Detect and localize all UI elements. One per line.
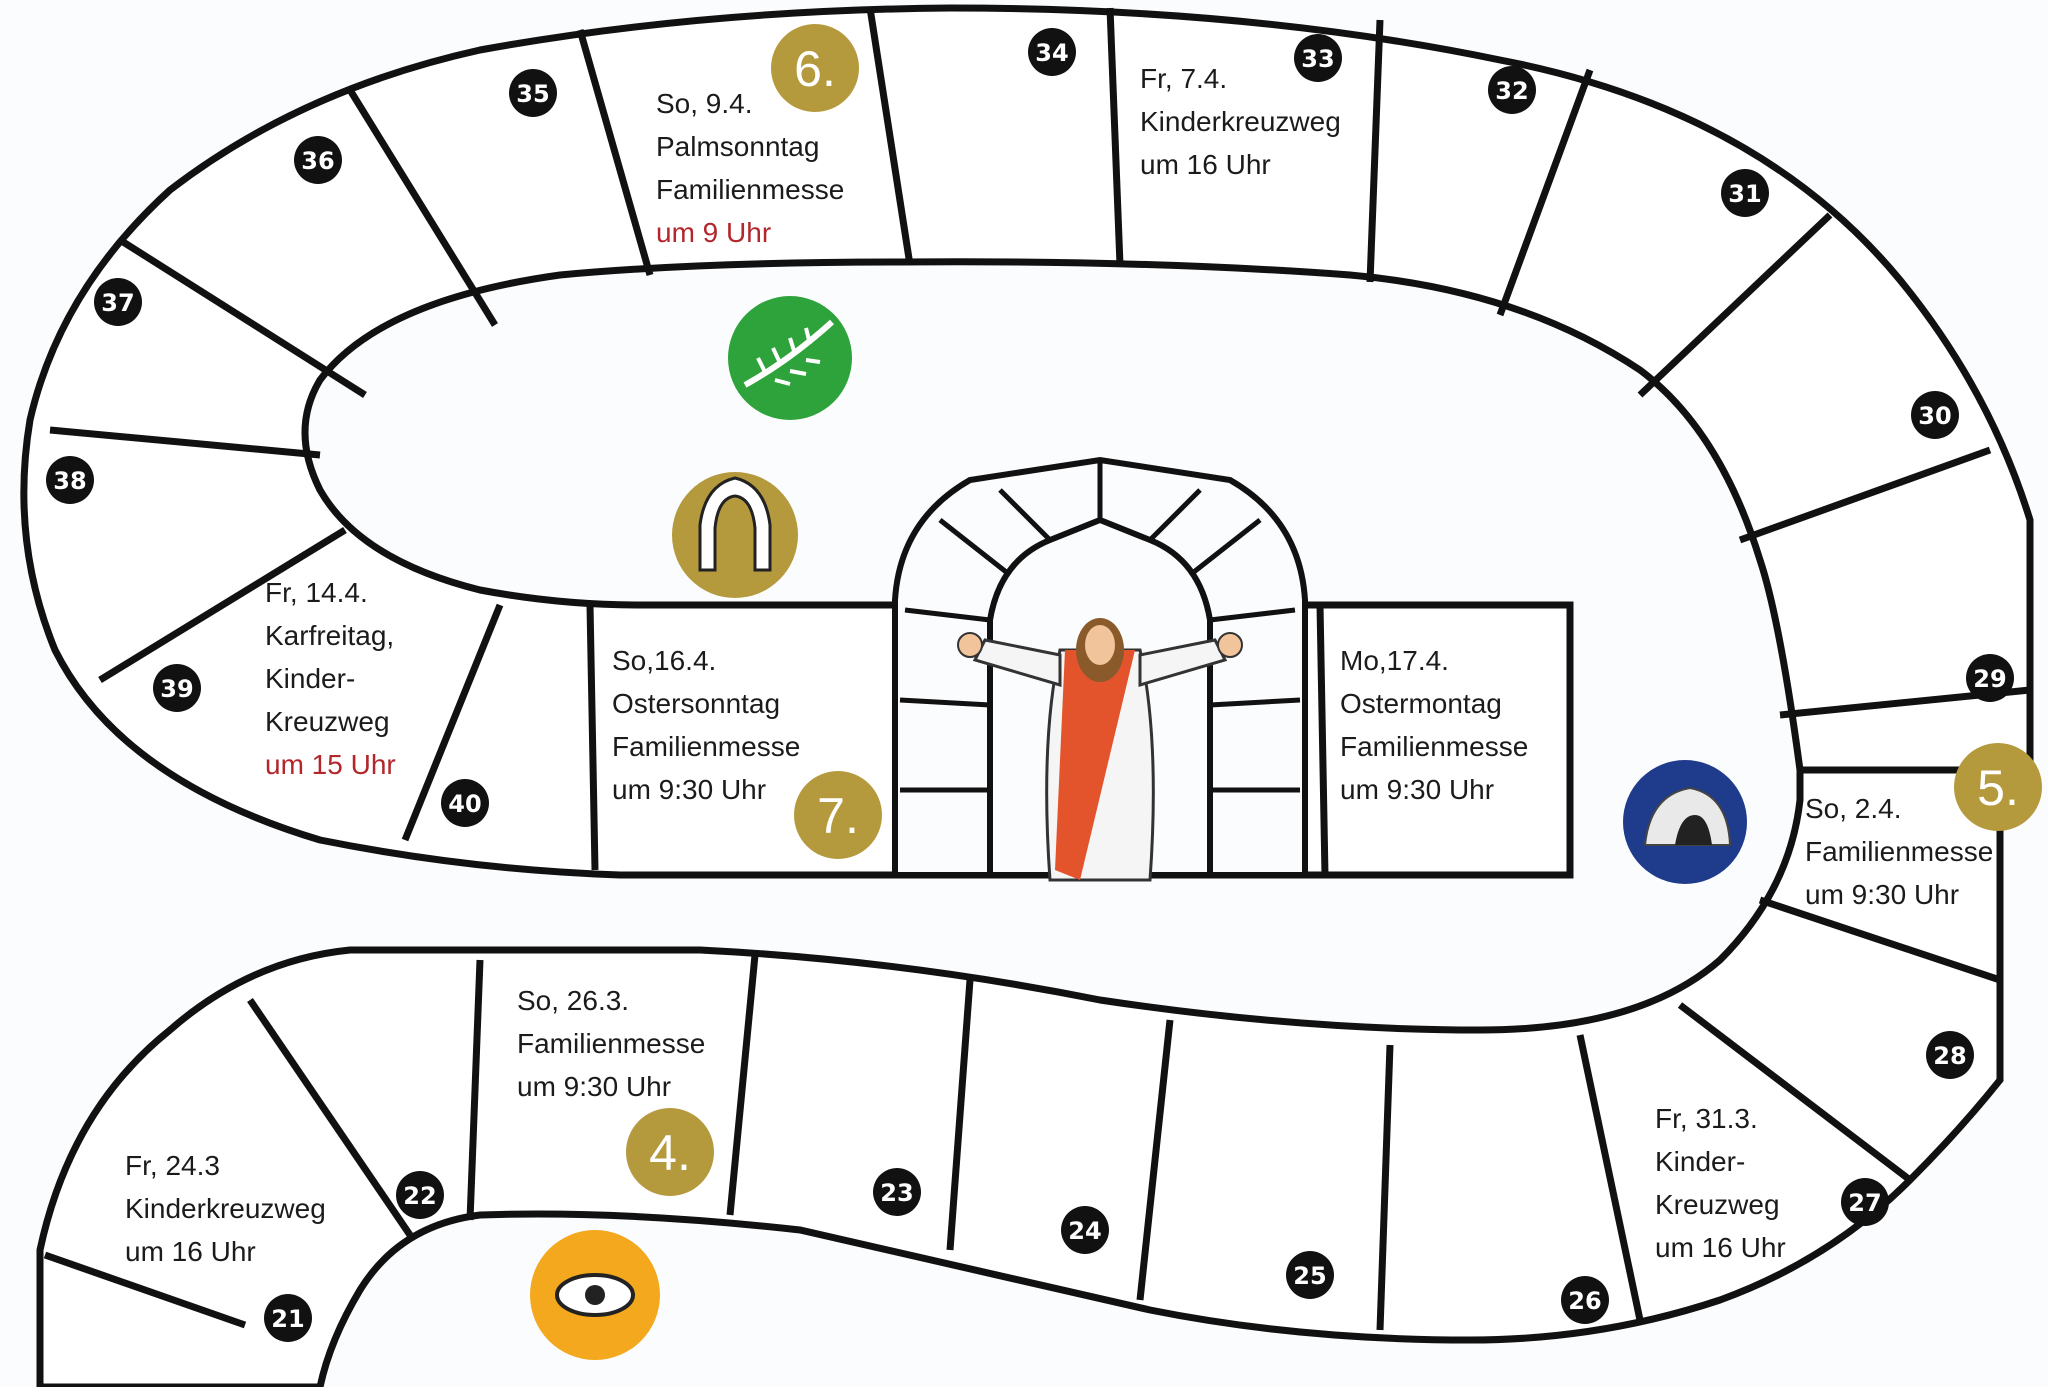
svg-text:Familienmesse: Familienmesse [612, 731, 800, 762]
svg-text:Kreuzweg: Kreuzweg [1655, 1189, 1780, 1220]
space-40: 40 [441, 779, 489, 827]
event-so-16-4: So,16.4. Ostersonntag Familienmesse um 9… [612, 645, 800, 805]
svg-text:4.: 4. [649, 1125, 691, 1181]
svg-text:Fr, 7.4.: Fr, 7.4. [1140, 63, 1227, 94]
svg-text:7.: 7. [817, 788, 859, 844]
svg-text:27: 27 [1848, 1189, 1881, 1217]
svg-text:31: 31 [1728, 180, 1761, 208]
svg-text:30: 30 [1918, 402, 1951, 430]
svg-text:5.: 5. [1977, 760, 2019, 816]
space-28: 28 [1926, 1031, 1974, 1079]
risen-jesus-figure [957, 618, 1243, 882]
svg-text:um 9:30 Uhr: um 9:30 Uhr [612, 774, 766, 805]
space-24: 24 [1061, 1206, 1109, 1254]
svg-text:28: 28 [1933, 1042, 1966, 1070]
space-38: 38 [46, 456, 94, 504]
arch-icon [672, 472, 798, 598]
svg-text:um 16 Uhr: um 16 Uhr [1655, 1232, 1786, 1263]
svg-text:Kinderkreuzweg: Kinderkreuzweg [125, 1193, 326, 1224]
bottom-band [36, 766, 2004, 1387]
svg-text:um 9:30 Uhr: um 9:30 Uhr [1340, 774, 1494, 805]
svg-text:29: 29 [1973, 665, 2006, 693]
space-37: 37 [94, 278, 142, 326]
svg-text:36: 36 [301, 147, 334, 175]
svg-text:25: 25 [1293, 1262, 1326, 1290]
svg-text:Kinderkreuzweg: Kinderkreuzweg [1140, 106, 1341, 137]
gold-badge-7: 7. [794, 771, 882, 859]
event-fr-14-4: Fr, 14.4. Karfreitag, Kinder- Kreuzweg u… [265, 577, 396, 780]
svg-text:Fr, 31.3.: Fr, 31.3. [1655, 1103, 1758, 1134]
svg-text:So, 26.3.: So, 26.3. [517, 985, 629, 1016]
gold-badge-6: 6. [771, 24, 859, 112]
event-fr-24-3: Fr, 24.3 Kinderkreuzweg um 16 Uhr [125, 1150, 326, 1267]
palm-branch-icon [728, 296, 852, 420]
svg-text:34: 34 [1035, 39, 1068, 67]
svg-text:um 16 Uhr: um 16 Uhr [125, 1236, 256, 1267]
space-35: 35 [509, 69, 557, 117]
middle-band [20, 4, 2034, 879]
space-32: 32 [1488, 66, 1536, 114]
svg-text:24: 24 [1068, 1217, 1101, 1245]
svg-text:Kinder-: Kinder- [265, 663, 355, 694]
gold-badge-5: 5. [1954, 743, 2042, 831]
svg-text:So, 9.4.: So, 9.4. [656, 88, 753, 119]
svg-text:35: 35 [516, 80, 549, 108]
svg-text:Familienmesse: Familienmesse [1340, 731, 1528, 762]
space-31: 31 [1721, 169, 1769, 217]
eye-icon [530, 1230, 660, 1360]
space-30: 30 [1911, 391, 1959, 439]
space-36: 36 [294, 136, 342, 184]
svg-text:Fr, 14.4.: Fr, 14.4. [265, 577, 368, 608]
svg-text:Karfreitag,: Karfreitag, [265, 620, 394, 651]
svg-text:um 9:30 Uhr: um 9:30 Uhr [517, 1071, 671, 1102]
svg-text:39: 39 [160, 675, 193, 703]
svg-text:32: 32 [1495, 77, 1528, 105]
svg-text:Ostersonntag: Ostersonntag [612, 688, 780, 719]
svg-text:Kinder-: Kinder- [1655, 1146, 1745, 1177]
svg-text:Familienmesse: Familienmesse [656, 174, 844, 205]
svg-text:22: 22 [403, 1182, 436, 1210]
space-29: 29 [1966, 654, 2014, 702]
svg-text:37: 37 [101, 289, 134, 317]
svg-text:Palmsonntag: Palmsonntag [656, 131, 819, 162]
svg-text:Ostermontag: Ostermontag [1340, 688, 1502, 719]
space-27: 27 [1841, 1178, 1889, 1226]
svg-text:26: 26 [1568, 1287, 1601, 1315]
cave-icon [1623, 760, 1747, 884]
svg-text:um 9:30 Uhr: um 9:30 Uhr [1805, 879, 1959, 910]
space-34: 34 [1028, 28, 1076, 76]
svg-text:So, 2.4.: So, 2.4. [1805, 793, 1902, 824]
event-so-2-4: So, 2.4. Familienmesse um 9:30 Uhr [1805, 793, 1993, 910]
event-fr-31-3: Fr, 31.3. Kinder- Kreuzweg um 16 Uhr [1655, 1103, 1786, 1263]
svg-text:23: 23 [880, 1179, 913, 1207]
space-22: 22 [396, 1171, 444, 1219]
svg-text:Kreuzweg: Kreuzweg [265, 706, 390, 737]
svg-text:21: 21 [271, 1305, 304, 1333]
event-fr-7-4: Fr, 7.4. Kinderkreuzweg um 16 Uhr [1140, 63, 1341, 180]
svg-text:40: 40 [448, 790, 481, 818]
svg-text:Fr, 24.3: Fr, 24.3 [125, 1150, 220, 1181]
svg-text:So,16.4.: So,16.4. [612, 645, 716, 676]
space-26: 26 [1561, 1276, 1609, 1324]
svg-text:Mo,17.4.: Mo,17.4. [1340, 645, 1449, 676]
svg-text:Familienmesse: Familienmesse [517, 1028, 705, 1059]
space-25: 25 [1286, 1251, 1334, 1299]
space-23: 23 [873, 1168, 921, 1216]
tile-dividers [43, 7, 2031, 1331]
event-mo-17-4: Mo,17.4. Ostermontag Familienmesse um 9:… [1340, 645, 1528, 805]
event-so-9-4: So, 9.4. Palmsonntag Familienmesse um 9 … [656, 88, 844, 248]
svg-text:6.: 6. [794, 41, 836, 97]
svg-text:um 9 Uhr: um 9 Uhr [656, 217, 771, 248]
svg-text:33: 33 [1301, 45, 1334, 73]
gold-badge-4: 4. [626, 1108, 714, 1196]
event-so-26-3: So, 26.3. Familienmesse um 9:30 Uhr [517, 985, 705, 1102]
svg-text:um 15 Uhr: um 15 Uhr [265, 749, 396, 780]
space-21: 21 [264, 1294, 312, 1342]
svg-text:Familienmesse: Familienmesse [1805, 836, 1993, 867]
space-33: 33 [1294, 34, 1342, 82]
svg-text:38: 38 [53, 467, 86, 495]
svg-text:um 16 Uhr: um 16 Uhr [1140, 149, 1271, 180]
space-39: 39 [153, 664, 201, 712]
